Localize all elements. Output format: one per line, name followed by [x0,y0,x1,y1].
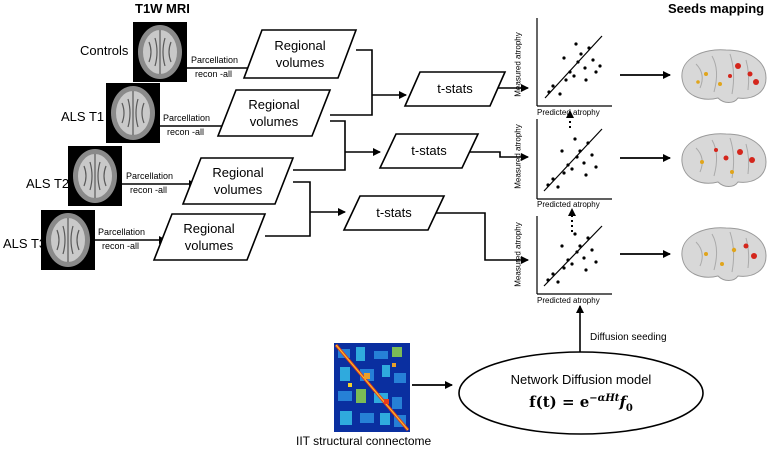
connectome-label: IIT structural connectome [296,434,432,448]
scatter-plot-3 [536,216,612,295]
tstats-label-2: t-stats [411,143,447,158]
volume-label-controls: Regional volumes [274,38,326,70]
seeds-mapping-title: Seeds mapping [668,1,765,16]
recon-text: recon -all [195,69,233,79]
plot1-ylabel: Measured atrophy [513,32,523,97]
equation-f: f [619,393,626,411]
recon-text: recon -all [102,241,140,251]
proc-label-controls: Parcellation recon -all [191,55,238,80]
proc-label-als-t1: Parcellation recon -all [163,113,210,138]
equation-lhs: f(t) = e [529,393,590,411]
group-label-controls: Controls [80,43,129,58]
proc-label-als-t3: Parcellation recon -all [98,227,145,252]
equation-subscript: 0 [625,403,633,414]
dotted-arrowhead-1 [566,110,574,118]
group-label-als-t2: ALS T2 [26,176,70,191]
model-equation: f(t) = e−αHtf0 [460,393,702,414]
equation-exponent: −αHt [589,393,620,404]
recon-text: recon -all [130,185,168,195]
parallelogram-als-t2 [181,157,295,205]
parallelogram-controls [242,29,358,79]
mri-image-controls [133,22,187,82]
proc-label-als-t2: Parcellation recon -all [126,171,173,196]
scatter-plot-1 [536,18,612,107]
connector-als-t2-a [293,150,346,171]
arrow-tstats3-plot3 [428,212,529,264]
connector-als-t2-b [293,181,311,212]
parallelogram-als-t1 [216,89,332,137]
mri-image-als-t1 [106,83,160,143]
parallelogram-tstats-1 [403,71,507,107]
plot2-ylabel: Measured atrophy [513,124,523,189]
parallelogram-tstats-3 [342,195,446,231]
model-ellipse [458,351,704,435]
parcellation-text: Parcellation [163,113,211,123]
parallelogram-als-t3 [152,213,267,261]
plot3-xlabel: Predicted atrophy [537,296,600,305]
volume-label-als-t2: Regional volumes [212,165,264,197]
tstats-label-1: t-stats [437,81,473,96]
model-title: Network Diffusion model [510,372,652,387]
brain-seed-map-3 [681,227,767,281]
plot3-ylabel: Measured atrophy [513,222,523,287]
group-label-als-t3: ALS T3 [3,236,47,251]
connector-als-t1-b [330,120,346,150]
mri-title: T1W MRI [135,1,190,16]
parallelogram-tstats-2 [378,133,480,169]
diffusion-seeding-label: Diffusion seeding [590,332,667,343]
arrow-tstats2-plot2 [462,151,529,161]
mri-image-als-t2 [68,146,122,206]
plot2-xlabel: Predicted atrophy [537,200,600,209]
volume-label-als-t1: Regional volumes [248,97,300,129]
dotted-arrowhead-2 [568,208,576,216]
connector-controls [356,49,373,100]
parcellation-text: Parcellation [98,227,146,237]
tstats-label-3: t-stats [376,205,412,220]
scatter-plot-2 [536,119,612,200]
parcellation-text: Parcellation [126,171,174,181]
recon-text: recon -all [167,127,205,137]
connector-als-t1-a [330,100,373,116]
group-label-als-t1: ALS T1 [61,109,105,124]
connectome-matrix [334,343,410,432]
connector-als-t3 [265,212,311,237]
brain-seed-map-2 [681,133,767,187]
plot1-xlabel: Predicted atrophy [537,108,600,117]
brain-seed-map-1 [681,49,767,103]
mri-image-als-t3 [41,210,95,270]
volume-label-als-t3: Regional volumes [183,221,235,253]
parcellation-text: Parcellation [191,55,239,65]
